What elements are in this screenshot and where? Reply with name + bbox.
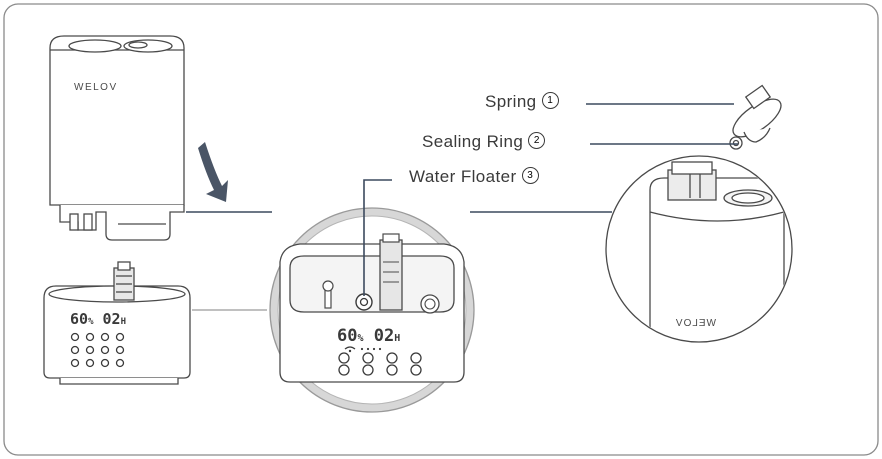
callout-sealing-ring: Sealing Ring 2 [422, 132, 545, 152]
small-display-readout: 60% 02H [70, 310, 126, 328]
timer-unit: H [394, 333, 400, 344]
timer-value: 02 [374, 326, 394, 346]
magnified-display-readout: 60% 02H [337, 326, 400, 346]
small-timer-unit: H [121, 317, 126, 327]
callout-water-floater-label: Water Floater [409, 167, 517, 187]
water-tank-illustration [50, 36, 184, 240]
callout-spring-label: Spring [485, 92, 537, 112]
callout-spring-number: 1 [542, 92, 559, 109]
magnifier-circle [270, 180, 474, 412]
tank-brand-label: WELOV [74, 82, 118, 93]
small-humidity-value: 60 [70, 310, 88, 328]
callout-sealing-ring-number: 2 [528, 132, 545, 149]
callout-spring: Spring 1 [485, 92, 559, 112]
reversed-brand: WELOV [675, 318, 716, 329]
small-humidity-unit: % [88, 317, 93, 327]
callout-water-floater: Water Floater 3 [409, 167, 539, 187]
insert-arrow [198, 142, 228, 202]
humidity-value: 60 [337, 326, 357, 346]
small-timer-value: 02 [103, 310, 121, 328]
humidity-unit: % [357, 333, 363, 344]
spring-cap-illustration [727, 86, 787, 149]
tank-detail-circle: WELOV [606, 156, 792, 360]
callout-water-floater-number: 3 [522, 167, 539, 184]
callout-sealing-ring-label: Sealing Ring [422, 132, 523, 152]
